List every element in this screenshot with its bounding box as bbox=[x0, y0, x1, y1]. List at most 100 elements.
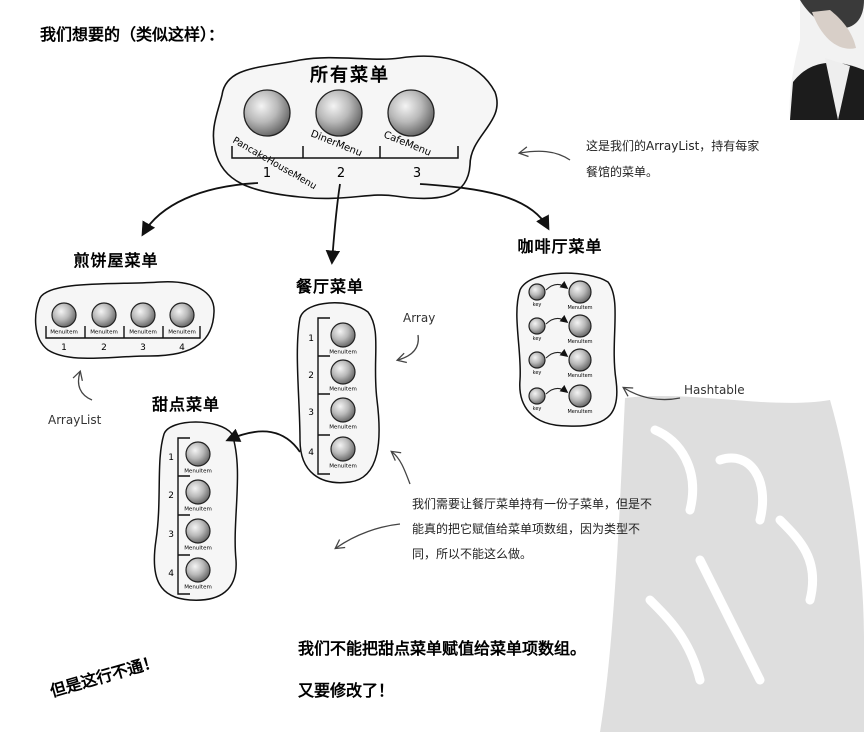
menu-item-ball-icon bbox=[185, 557, 211, 583]
menu-item-ball-icon bbox=[330, 322, 356, 348]
menu-item-ball-icon bbox=[568, 314, 592, 338]
dessert-index: 3 bbox=[168, 530, 174, 540]
key-to-value-arrow bbox=[545, 384, 569, 395]
menu-item-ball-icon bbox=[330, 397, 356, 423]
pancake-blob bbox=[34, 281, 215, 360]
all-menus-title: 所有菜单 bbox=[310, 64, 390, 86]
problem-note-arrow-up bbox=[390, 450, 411, 485]
problem-note-line2: 能真的把它赋值给菜单项数组，因为类型不 bbox=[412, 521, 640, 536]
diner-index: 1 bbox=[308, 334, 314, 344]
cafe-key-label: key bbox=[533, 302, 542, 308]
menu-item-ball-icon bbox=[330, 436, 356, 462]
arraylist-note-line1: 这是我们的ArrayList，持有每家 bbox=[586, 138, 759, 153]
dessert-index: 2 bbox=[168, 491, 174, 501]
menu-item-ball-icon bbox=[528, 283, 546, 301]
diner-item-label: MenuItem bbox=[329, 425, 357, 431]
cafe-key-label: key bbox=[533, 370, 542, 376]
cafe-key-label: key bbox=[533, 406, 542, 412]
pancake-menu-group: 煎饼屋菜单 MenuItem MenuItem MenuItem MenuItem 1… bbox=[34, 251, 215, 427]
pancake-caption: ArrayList bbox=[48, 413, 102, 427]
index-label: 2 bbox=[337, 166, 345, 181]
menu-item-ball-icon bbox=[528, 387, 546, 405]
index-label: 3 bbox=[413, 166, 421, 181]
menu-ball-icon bbox=[387, 89, 435, 137]
key-to-value-arrow bbox=[545, 314, 569, 325]
menu-item-ball-icon bbox=[528, 351, 546, 369]
key-to-value-arrow bbox=[545, 348, 569, 359]
watermark bbox=[600, 396, 864, 732]
dessert-item-label: MenuItem bbox=[184, 469, 212, 475]
arrow-to-cafe bbox=[419, 183, 550, 231]
menu-item-ball-icon bbox=[91, 302, 117, 328]
problem-note-line1: 我们需要让餐厅菜单持有一份子菜单，但是不 bbox=[412, 496, 652, 511]
person-photo bbox=[789, 0, 864, 120]
page-heading: 我们想要的（类似这样）： bbox=[40, 25, 224, 44]
problem-note-line3: 同，所以不能这么做。 bbox=[412, 546, 532, 561]
index-label: 1 bbox=[263, 166, 271, 181]
diner-index: 2 bbox=[308, 371, 314, 381]
diner-item-label: MenuItem bbox=[329, 350, 357, 356]
diner-index: 4 bbox=[308, 448, 314, 458]
menu-ball-icon bbox=[243, 89, 291, 137]
but-text: 但是这行不通！ bbox=[48, 652, 161, 701]
key-to-value-arrow bbox=[545, 280, 569, 291]
menu-item-ball-icon bbox=[568, 280, 592, 304]
menu-item-ball-icon bbox=[568, 384, 592, 408]
pancake-item-label: MenuItem bbox=[129, 330, 157, 336]
arraylist-bracket bbox=[231, 146, 459, 159]
menu-item-ball-icon bbox=[185, 518, 211, 544]
pancake-item-label: MenuItem bbox=[50, 330, 78, 336]
diner-caption-arrow bbox=[395, 334, 419, 364]
diner-index: 3 bbox=[308, 408, 314, 418]
arraylist-note-line2: 餐馆的菜单。 bbox=[586, 164, 658, 179]
pancake-items: MenuItem MenuItem MenuItem MenuItem bbox=[50, 302, 196, 336]
dessert-index: 4 bbox=[168, 569, 174, 579]
diner-title: 餐厅菜单 bbox=[295, 277, 364, 296]
cafe-item-label: MenuItem bbox=[567, 339, 592, 345]
pancake-index: 4 bbox=[179, 343, 185, 353]
arrow-diner-to-dessert bbox=[225, 428, 301, 453]
pancake-index: 1 bbox=[61, 343, 67, 353]
pancake-title: 煎饼屋菜单 bbox=[73, 251, 158, 270]
menu-item-ball-icon bbox=[568, 348, 592, 372]
arrow-to-diner bbox=[325, 183, 341, 265]
all-menus-group: 所有菜单 PancakeHouseMenu DinerMenu CafeMenu… bbox=[212, 55, 498, 200]
menu-item-ball-icon bbox=[51, 302, 77, 328]
cafe-title: 咖啡厅菜单 bbox=[517, 237, 602, 256]
dessert-index: 1 bbox=[168, 453, 174, 463]
dessert-bracket bbox=[177, 437, 190, 595]
pancake-item-label: MenuItem bbox=[168, 330, 196, 336]
menu-item-ball-icon bbox=[185, 479, 211, 505]
diner-bracket bbox=[317, 317, 330, 475]
conclusion-line1: 我们不能把甜点菜单赋值给菜单项数组。 bbox=[298, 639, 586, 658]
cafe-item-label: MenuItem bbox=[567, 305, 592, 311]
dessert-item-label: MenuItem bbox=[184, 546, 212, 552]
dessert-item-label: MenuItem bbox=[184, 585, 212, 591]
problem-note-arrow-left bbox=[334, 523, 401, 550]
pancake-caption-arrow bbox=[72, 369, 93, 401]
conclusion-line2: 又要修改了！ bbox=[297, 681, 394, 700]
cafe-caption: Hashtable bbox=[684, 383, 745, 397]
dessert-item-label: MenuItem bbox=[184, 507, 212, 513]
cafe-key-label: key bbox=[533, 336, 542, 342]
cafe-item-label: MenuItem bbox=[567, 373, 592, 379]
arrow-to-pancake bbox=[141, 182, 259, 237]
diner-item-label: MenuItem bbox=[329, 387, 357, 393]
diner-item-label: MenuItem bbox=[329, 464, 357, 470]
diner-caption: Array bbox=[403, 311, 435, 325]
menu-item-ball-icon bbox=[169, 302, 195, 328]
menu-ball-icon bbox=[315, 89, 363, 137]
dessert-title: 甜点菜单 bbox=[152, 395, 220, 414]
menu-item-ball-icon bbox=[130, 302, 156, 328]
menu-item-ball-icon bbox=[528, 317, 546, 335]
pancake-bracket bbox=[45, 326, 201, 339]
cafe-item-label: MenuItem bbox=[567, 409, 592, 415]
pancake-item-label: MenuItem bbox=[90, 330, 118, 336]
pancake-index: 3 bbox=[140, 343, 146, 353]
